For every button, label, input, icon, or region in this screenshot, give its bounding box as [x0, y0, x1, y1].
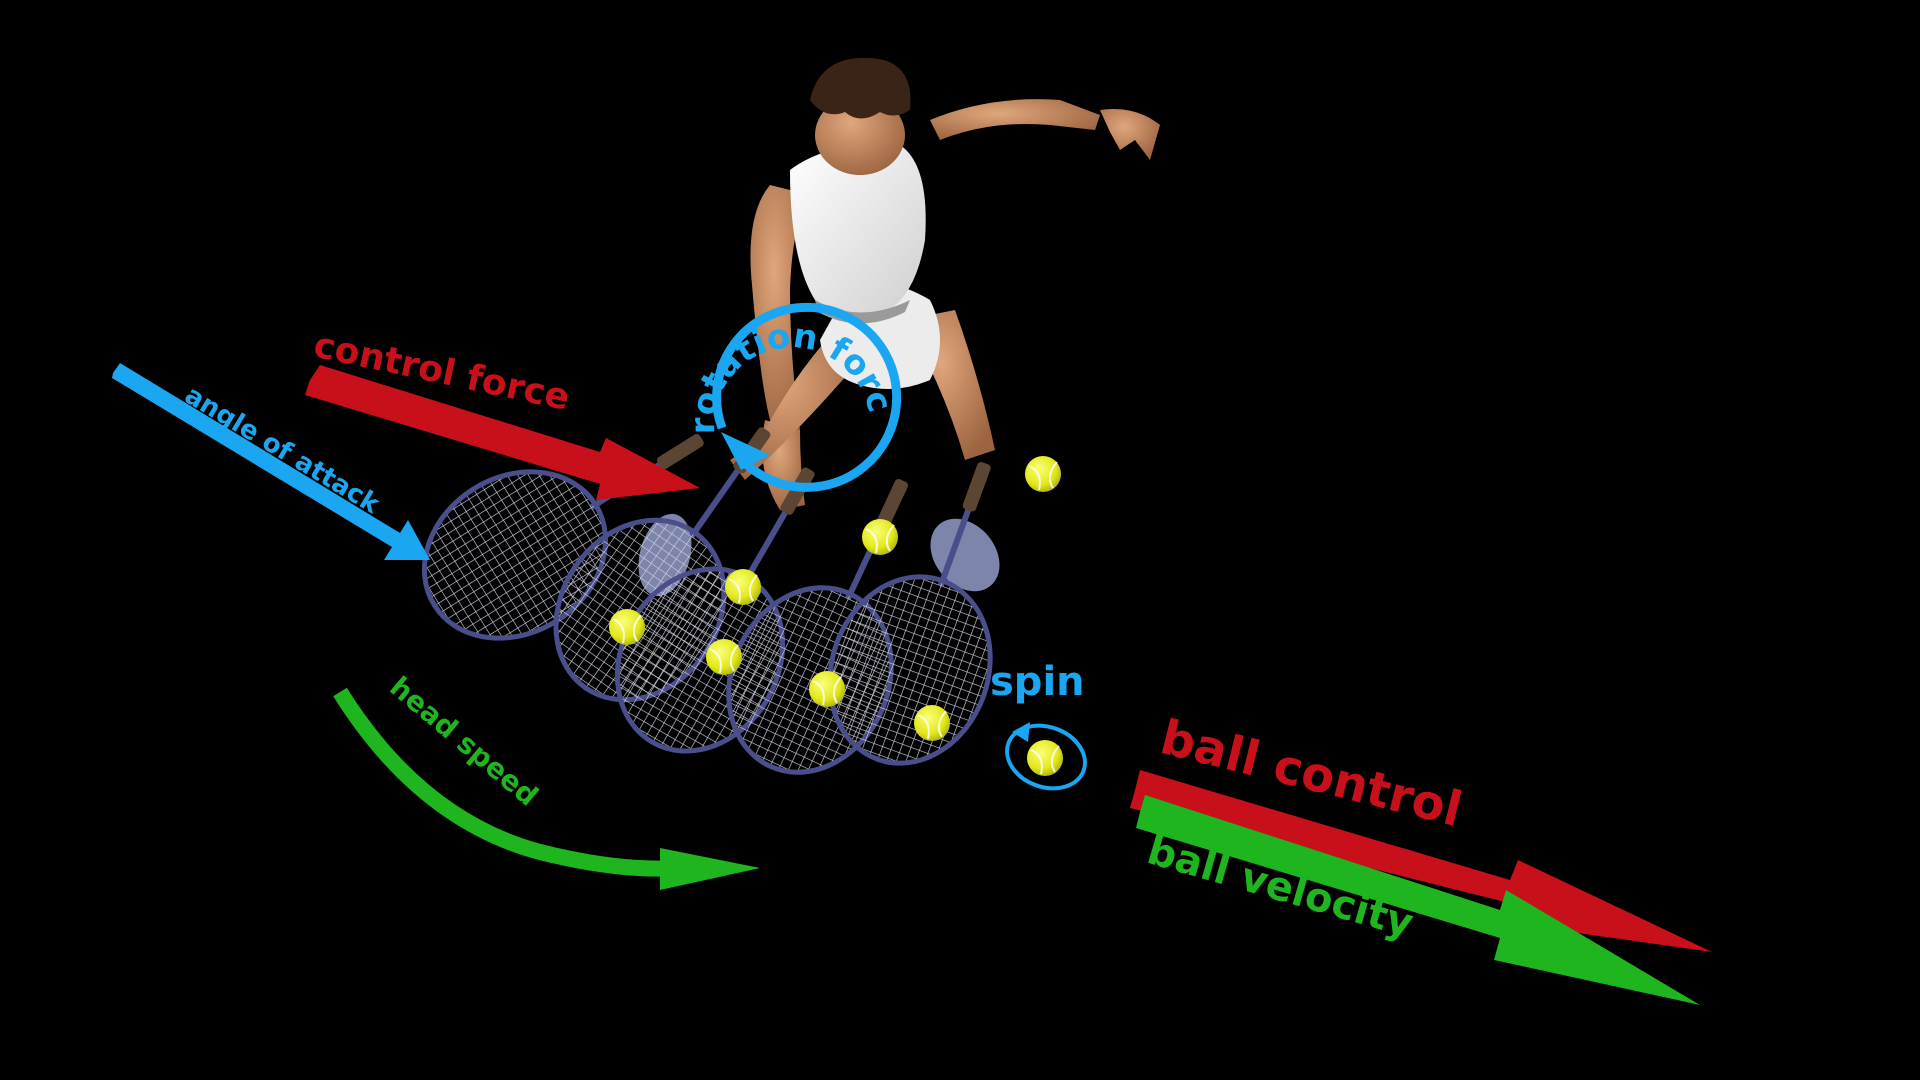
tennis-ball-icon: [808, 670, 846, 708]
arrow-icon: [112, 363, 430, 560]
tennis-ball-icon: [608, 608, 646, 646]
curved-arrow-icon: [1005, 723, 1087, 791]
spin-label: spin: [990, 659, 1085, 705]
tennis-ball-icon: [705, 638, 743, 676]
tennis-player-figure: [638, 57, 1160, 597]
tennis-ball-icon: [913, 704, 951, 742]
tennis-ball-icon: [861, 518, 899, 556]
curved-arrow-icon: [333, 687, 681, 877]
arrow-icon: [1136, 795, 1700, 1005]
spin-indicator: spin: [990, 659, 1087, 791]
curved-arrow-icon: [712, 302, 902, 492]
tennis-ball-icon: [1024, 455, 1062, 493]
tennis-ball-icon: [724, 568, 762, 606]
head-speed-label: head speed: [384, 670, 545, 812]
arrow-icon: [305, 365, 700, 500]
tennis-ball-icon: [1026, 739, 1064, 777]
arrow-icon: [1130, 770, 1712, 952]
